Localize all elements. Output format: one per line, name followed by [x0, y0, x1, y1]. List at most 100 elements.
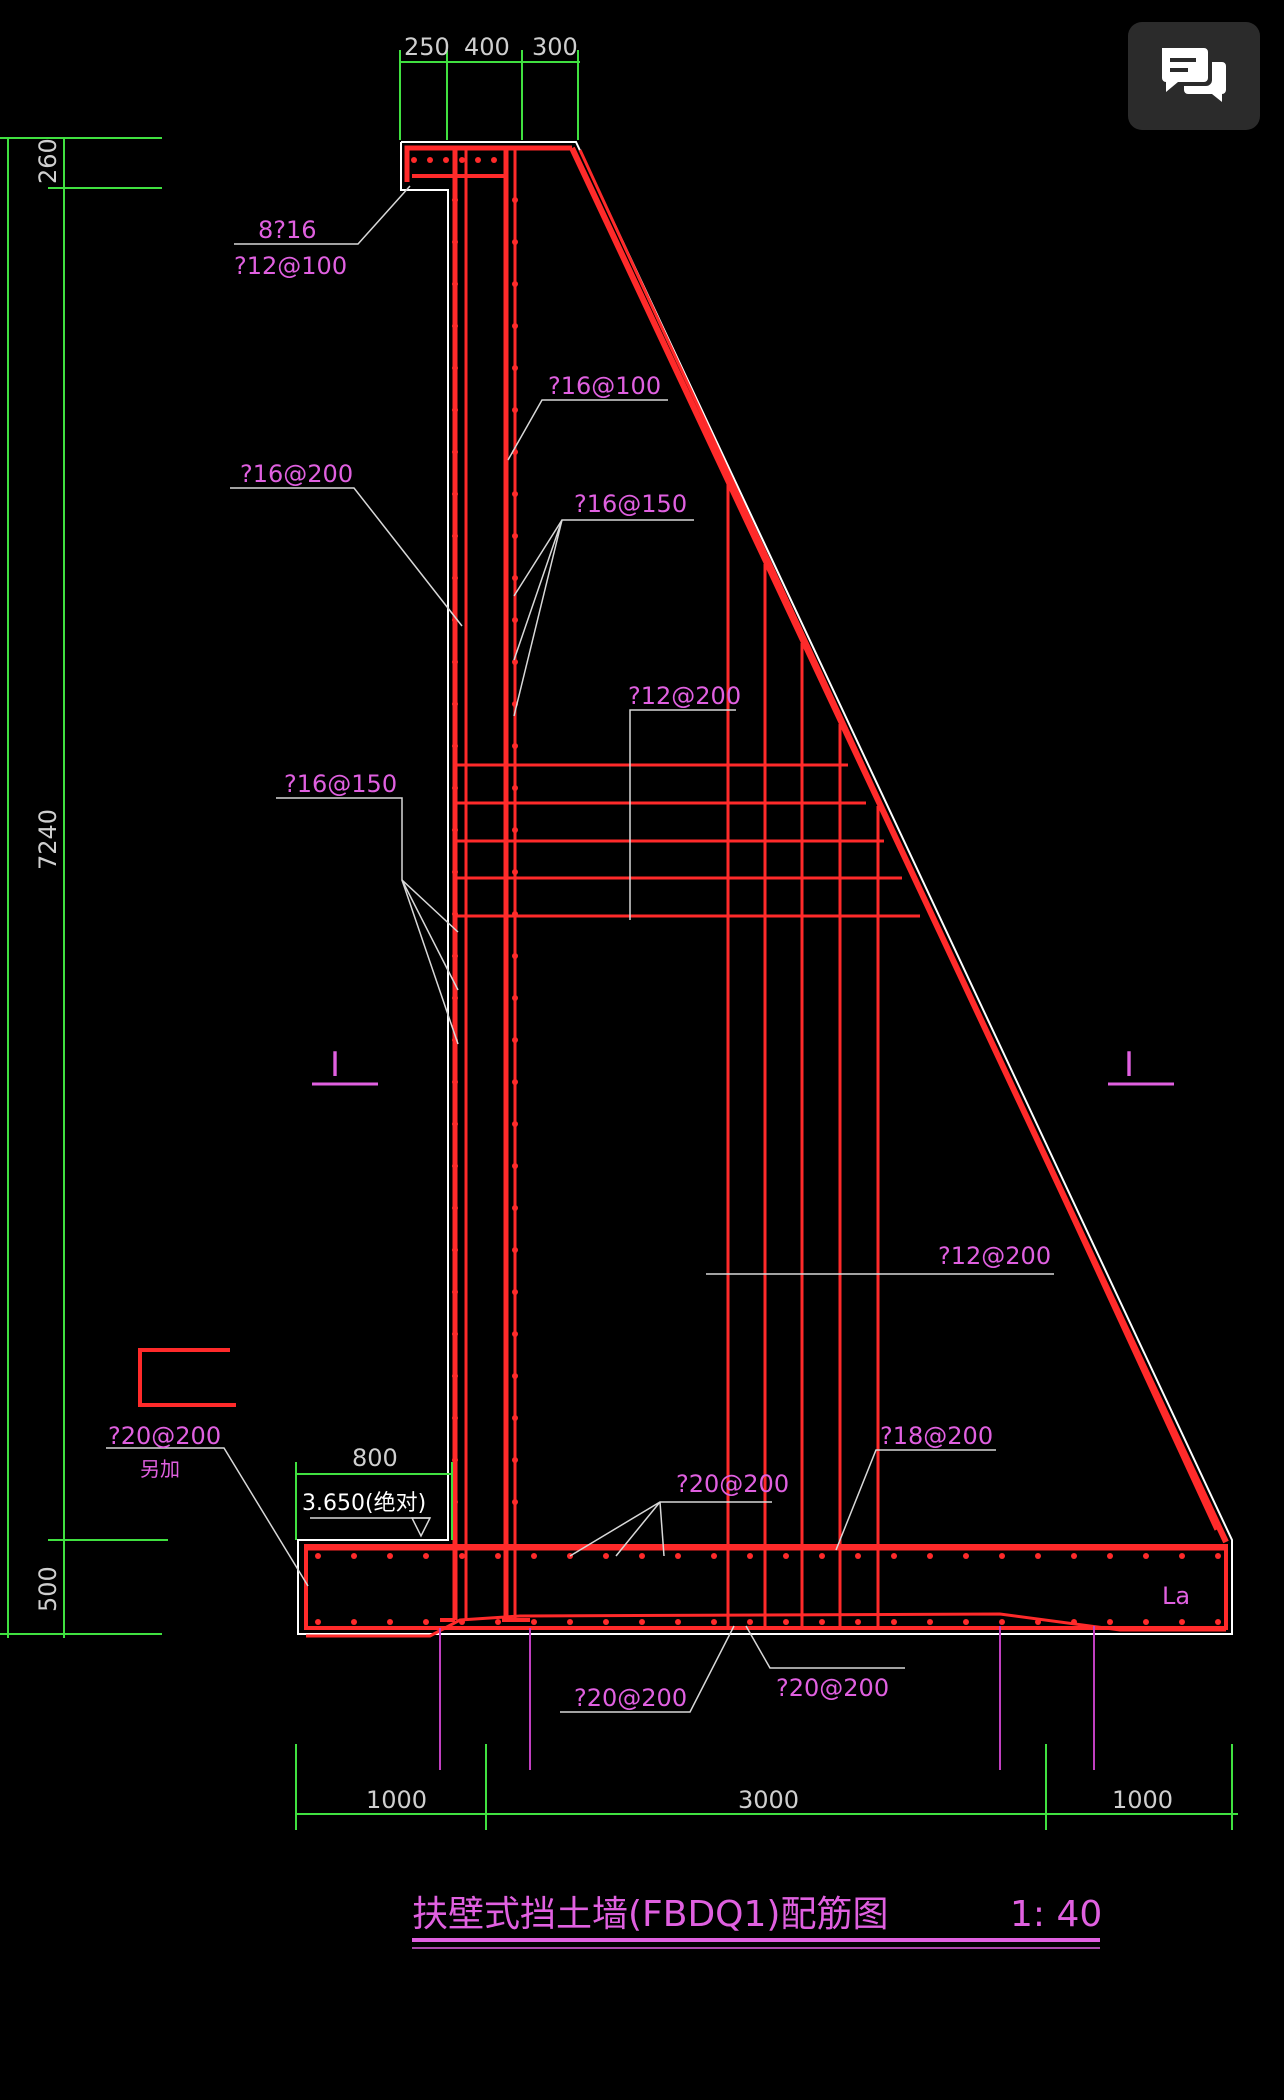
rebar-dot: [452, 1121, 458, 1127]
rebar-dot: [512, 491, 518, 497]
rebar-dot: [512, 1247, 518, 1253]
rebar-dot: [855, 1553, 861, 1559]
section-mark-left: I: [330, 1045, 340, 1085]
rebar-dot: [512, 827, 518, 833]
rebar-dot: [512, 1457, 518, 1463]
rebar-dot: [711, 1619, 717, 1625]
dim-300: 300: [532, 33, 578, 61]
rebar-dot: [495, 1553, 501, 1559]
rebar-dot: [1071, 1553, 1077, 1559]
rebar-dot: [452, 491, 458, 497]
label-8-16: 8?16: [258, 216, 317, 244]
rebar-dot: [1215, 1619, 1221, 1625]
rebar-dot: [452, 407, 458, 413]
pile-lines: [439, 1626, 1095, 1770]
section-mark-right: I: [1124, 1045, 1134, 1085]
rebar-dot: [512, 743, 518, 749]
rebar-dot: [452, 953, 458, 959]
rebar-dot: [427, 157, 433, 163]
rebar-dot: [459, 1619, 465, 1625]
rebar-dot: [1143, 1553, 1149, 1559]
rebar-dot: [452, 785, 458, 791]
title-underline: [412, 1938, 1100, 1949]
rebar-dot: [927, 1553, 933, 1559]
rebar-dot: [512, 1415, 518, 1421]
rebar-dot: [963, 1553, 969, 1559]
leader-lines: [106, 185, 1054, 1713]
dim-3000: 3000: [738, 1786, 799, 1814]
rebar-dot: [452, 365, 458, 371]
dim-1000-right: 1000: [1112, 1786, 1173, 1814]
rebar-dot: [452, 743, 458, 749]
rebar-dot: [351, 1619, 357, 1625]
rebar-dot: [1179, 1553, 1185, 1559]
rebar-dot: [387, 1619, 393, 1625]
label-extra: 另加: [140, 1457, 180, 1481]
rebar-dot: [891, 1619, 897, 1625]
rebar-dot: [459, 1553, 465, 1559]
rebar-dot: [452, 827, 458, 833]
rebar-dot: [639, 1619, 645, 1625]
rebar-dot: [452, 1331, 458, 1337]
rebar-dot: [512, 785, 518, 791]
rebar-dot: [452, 1499, 458, 1505]
rebar-dot: [452, 323, 458, 329]
rebar-dot: [512, 1331, 518, 1337]
rebar-dot: [512, 533, 518, 539]
rebar-dot: [452, 1079, 458, 1085]
rebar-dot: [452, 911, 458, 917]
rebar-dot: [531, 1619, 537, 1625]
rebar-dot: [512, 659, 518, 665]
rebar-dot: [963, 1619, 969, 1625]
drawing-title: 扶壁式挡土墙(FBDQ1)配筋图: [412, 1894, 888, 1935]
rebar-dot: [711, 1553, 717, 1559]
rebar-dot: [452, 239, 458, 245]
rebar-dot: [531, 1553, 537, 1559]
label-16-200: ?16@200: [240, 460, 353, 488]
label-elevation: 3.650(绝对): [302, 1491, 426, 1516]
rebar-dot: [315, 1553, 321, 1559]
rebar-dot: [512, 239, 518, 245]
rebar-dot: [512, 575, 518, 581]
rebar-dot: [1107, 1619, 1113, 1625]
rebar-dot: [351, 1553, 357, 1559]
rebar-dot: [512, 1163, 518, 1169]
dimension-lines: [0, 50, 1238, 1830]
label-16-150-a: ?16@150: [574, 490, 687, 518]
rebar-dot: [423, 1619, 429, 1625]
chat-button[interactable]: [1128, 22, 1260, 130]
rebar-dot: [387, 1553, 393, 1559]
dim-500: 500: [34, 1566, 62, 1612]
rebar-dot: [855, 1619, 861, 1625]
rebar-dot: [452, 1289, 458, 1295]
label-20-200-a: ?20@200: [108, 1422, 221, 1450]
label-20-200-b: ?20@200: [676, 1470, 789, 1498]
rebar-dot: [783, 1619, 789, 1625]
rebar-dot: [1179, 1619, 1185, 1625]
rebar-dot: [512, 407, 518, 413]
rebar-dot: [452, 1247, 458, 1253]
label-12-200-a: ?12@200: [628, 682, 741, 710]
rebar-dot: [512, 911, 518, 917]
label-20-200-c: ?20@200: [574, 1684, 687, 1712]
rebar-dot: [512, 1121, 518, 1127]
rebar-dot: [1215, 1553, 1221, 1559]
rebar-dot: [452, 533, 458, 539]
rebar-dot: [639, 1553, 645, 1559]
rebar-dot: [1035, 1553, 1041, 1559]
rebar-dot: [512, 1499, 518, 1505]
rebar-dot: [452, 701, 458, 707]
rebar-dot: [315, 1619, 321, 1625]
rebar-dot: [512, 1037, 518, 1043]
rebar-dot: [999, 1553, 1005, 1559]
rebar-dot: [999, 1619, 1005, 1625]
rebar-dot: [491, 157, 497, 163]
dim-7240: 7240: [34, 809, 62, 870]
rebar-dot: [567, 1619, 573, 1625]
chat-bubbles-icon: [1162, 48, 1226, 102]
rebar-dot: [512, 869, 518, 875]
label-20-200-d: ?20@200: [776, 1674, 889, 1702]
rebar-dot: [675, 1553, 681, 1559]
rebar-dot: [819, 1553, 825, 1559]
